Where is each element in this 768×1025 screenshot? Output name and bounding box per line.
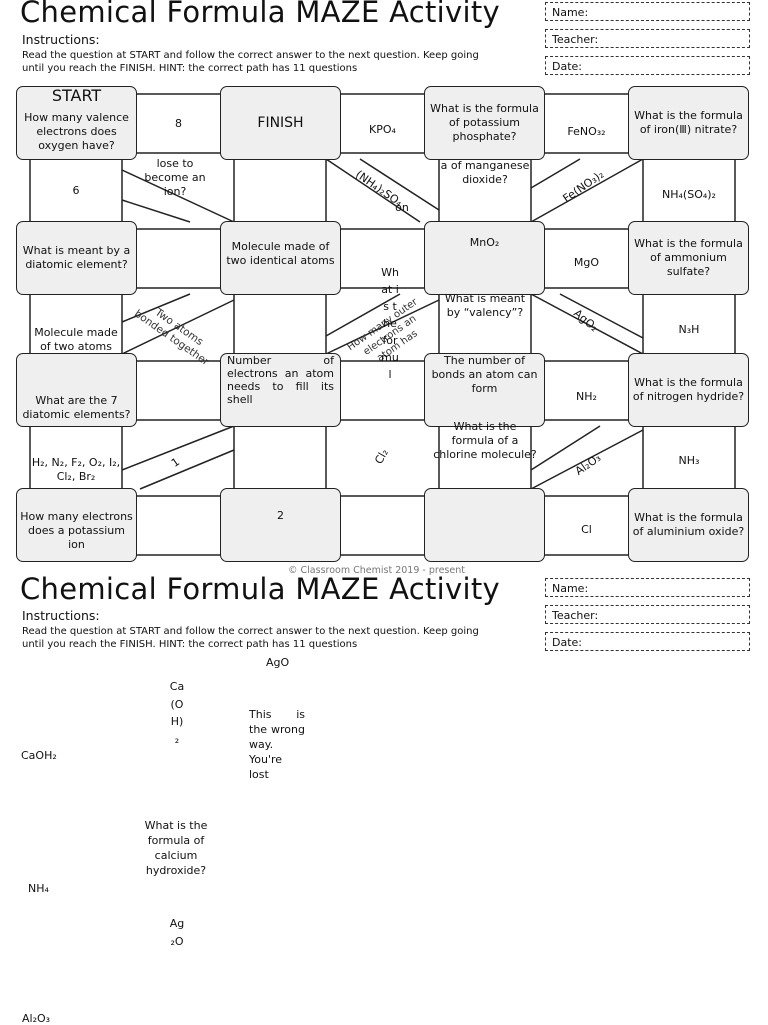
question-box-r4c2[interactable]: 2 <box>220 488 341 562</box>
question-box-r4c5[interactable]: What is the formula of aluminium oxide? <box>628 488 749 562</box>
start-label: START <box>51 86 102 105</box>
question-box-r4c1[interactable]: How many electrons does a potassium ion <box>16 488 137 562</box>
instructions-text: Read the question at START and follow th… <box>22 50 479 74</box>
overflow-calcium-question: What is the formula of calcium hydroxide… <box>144 819 208 877</box>
path-label-manganese-dioxide: a of manganese dioxide? <box>440 159 530 186</box>
question-box-r2c2[interactable]: Molecule made of two identical atoms <box>220 221 341 295</box>
page-title: Chemical Formula MAZE Activity <box>20 0 500 29</box>
question-box-r2c5[interactable]: What is the formula of ammonium sulfate? <box>628 221 749 295</box>
question-box-r2c1[interactable]: What is meant by a diatomic element? <box>16 221 137 295</box>
date-field[interactable]: Date: <box>545 56 750 75</box>
question-box-r2c3[interactable]: MnO₂ <box>424 221 545 295</box>
path-label-molecule-two-atoms: Molecule made of two atoms <box>34 326 118 353</box>
instructions-text-2: Read the question at START and follow th… <box>22 626 479 650</box>
question-box-r3c5[interactable]: What is the formula of nitrogen hydride? <box>628 353 749 427</box>
overflow-lost: This is the wrong way. You're lost <box>249 708 305 781</box>
path-label-nh4so42: NH₄(SO₄)₂ <box>662 187 716 201</box>
path-label-6: 6 <box>72 183 80 197</box>
question-box-r3c3[interactable]: The number of bonds an atom can form <box>424 353 545 427</box>
path-label-n3h: N₃H <box>678 323 700 336</box>
instructions-heading: Instructions: <box>22 32 100 47</box>
copyright: © Classroom Chemist 2019 - present <box>288 565 465 576</box>
path-label-cl: Cl <box>581 522 592 536</box>
page-title-2: Chemical Formula MAZE Activity <box>20 572 500 606</box>
path-label-lose-ion: lose to become an ion? <box>144 157 206 198</box>
path-label-8: 8 <box>175 116 182 130</box>
question-box-r4c3[interactable] <box>424 488 545 562</box>
question-box-r3c2[interactable]: Number of electrons an atom needs to fil… <box>220 353 341 427</box>
path-label-chlorine-molecule: What is the formula of a chlorine molecu… <box>433 420 537 461</box>
path-label-kpo4: KPO₄ <box>369 123 396 136</box>
path-label-mgo: MgO <box>573 255 600 269</box>
overflow-al2o3: Al₂O₃ <box>22 1012 51 1025</box>
question-box-r1c5[interactable]: What is the formula of iron(Ⅲ) nitrate? <box>628 86 749 160</box>
path-label-feno32: FeNO₃₂ <box>567 124 606 138</box>
maze-grid <box>29 93 736 556</box>
overflow-nh4: NH₄ <box>28 882 49 895</box>
teacher-field-2[interactable]: Teacher: <box>545 605 750 624</box>
finish-box[interactable]: FINISH <box>220 86 341 160</box>
overflow-ago: AgO <box>266 656 290 669</box>
overflow-caoh2-vertical: Ca(OH)₂ <box>169 680 185 746</box>
question-box-r1c1[interactable]: How many valence electrons does oxygen h… <box>16 86 137 160</box>
path-label-nh3: NH₃ <box>678 454 700 467</box>
date-field-2[interactable]: Date: <box>545 632 750 651</box>
name-field-2[interactable]: Name: <box>545 578 750 597</box>
vertical-text-on: on <box>395 201 409 214</box>
overflow-ag2o-vertical: Ag₂O <box>169 917 185 948</box>
overflow-caoh2: CaOH₂ <box>21 749 57 762</box>
path-label-diatomic-list: H₂, N₂, F₂, O₂, I₂, Cl₂, Br₂ <box>31 456 121 483</box>
path-label-valency: What is meant by “valency”? <box>444 292 526 319</box>
vertical-text-question: What is the formul <box>381 266 399 381</box>
instructions-heading-2: Instructions: <box>22 608 100 623</box>
name-field[interactable]: Name: <box>545 2 750 21</box>
question-box-r3c1[interactable]: What are the 7 diatomic elements? <box>16 353 137 427</box>
question-box-r1c3[interactable]: What is the formula of potassium phospha… <box>424 86 545 160</box>
teacher-field[interactable]: Teacher: <box>545 29 750 48</box>
path-label-nh2: NH₂ <box>576 390 597 403</box>
